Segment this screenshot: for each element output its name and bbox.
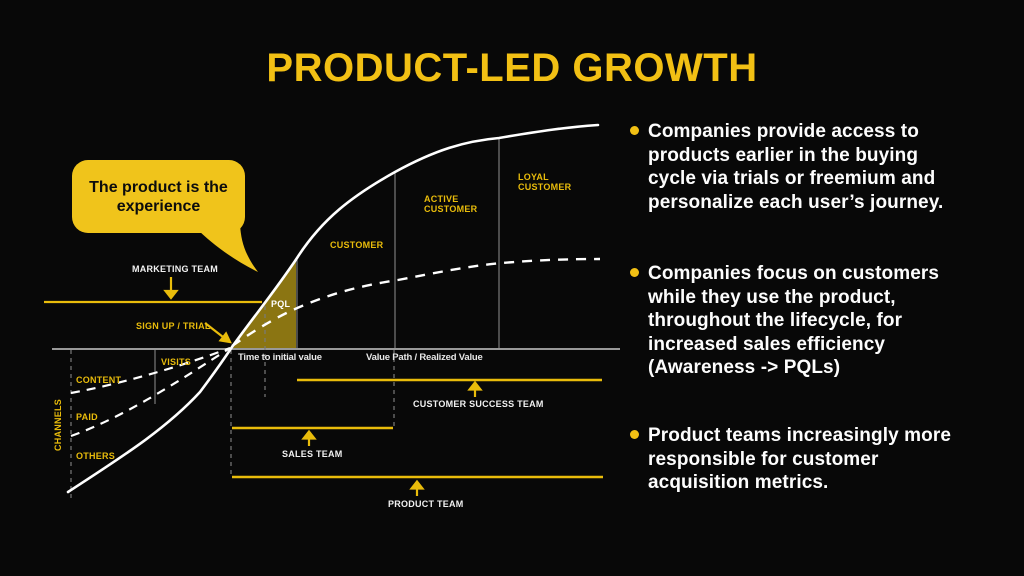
page-title: PRODUCT-LED GROWTH [266,46,758,90]
bullet-dot-icon [630,126,639,135]
product-team-label: PRODUCT TEAM [388,499,464,509]
speech-bubble-tail [196,224,258,272]
active-customer-label: ACTIVE CUSTOMER [424,194,478,214]
paid-label: PAID [76,412,98,422]
bullet-dot-icon [630,268,639,277]
customer-success-team-label: CUSTOMER SUCCESS TEAM [413,399,544,409]
visits-label: VISITS [161,357,192,367]
bullet-text: Product teams increasingly more responsi… [648,425,951,493]
arrow-up-head-icon [467,380,483,391]
arrow-up-head-icon [301,429,317,440]
channels-axis-label: CHANNELS [53,399,63,452]
bullet-text: Companies provide access to products ear… [648,121,944,213]
channel-feeder-lines [70,346,231,438]
paid-line [70,347,231,438]
others-label: OTHERS [76,451,116,461]
bullet-item: Product teams increasingly more responsi… [630,424,1008,495]
value-path-label: Value Path / Realized Value [366,352,483,363]
arrow-diagonal-icon [204,322,224,338]
time-to-initial-value-label: Time to initial value [238,352,322,363]
annotation-arrows [163,277,483,496]
arrow-down-head-icon [163,289,179,300]
content-line [70,346,231,395]
bullet-dot-icon [630,430,639,439]
marketing-team-label: MARKETING TEAM [132,264,218,274]
sales-team-label: SALES TEAM [282,449,343,459]
sign-up-trial-label: SIGN UP / TRIAL [136,321,211,331]
speech-bubble-text: The product is the experience [89,178,228,215]
loyal-customer-label: LOYAL CUSTOMER [518,172,572,192]
pql-label: PQL [271,299,291,309]
pql-area [232,259,296,348]
bullet-item: Companies focus on customers while they … [630,262,1008,380]
bullet-text: Companies focus on customers while they … [648,263,940,378]
bullet-item: Companies provide access to products ear… [630,120,1008,214]
dashed-guides [70,306,395,500]
adoption-curve [66,123,600,494]
speech-bubble: The product is the experience [72,160,245,233]
content-label: CONTENT [76,375,122,385]
arrow-up-head-icon [409,479,425,490]
customer-label: CUSTOMER [330,240,384,250]
value-path-curve [231,257,601,347]
arrow-diagonal-head-icon [218,331,232,344]
